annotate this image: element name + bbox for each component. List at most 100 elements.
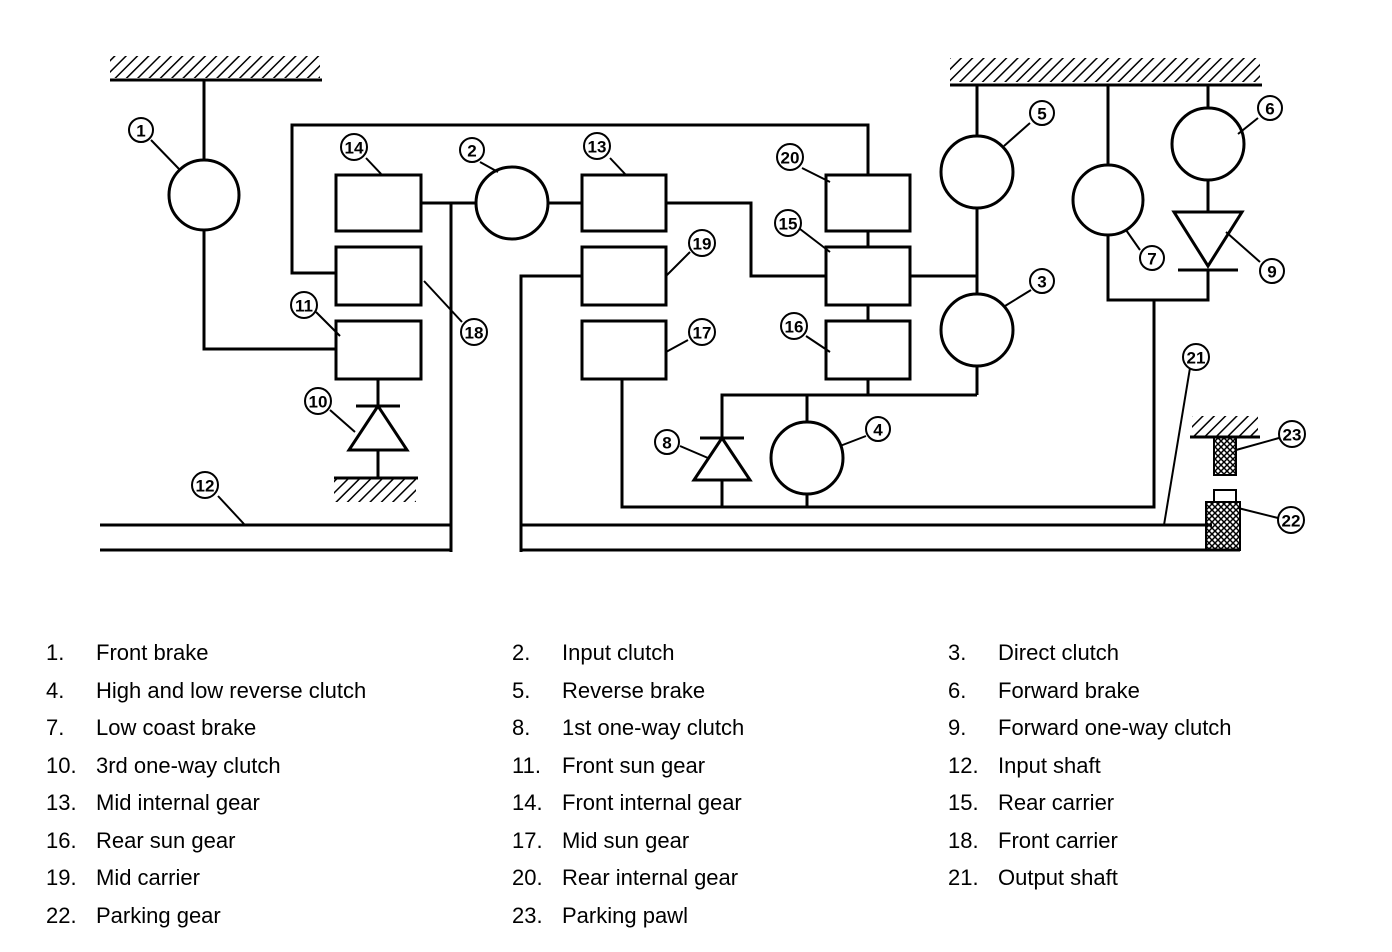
rear-internal-gear-box bbox=[824, 173, 912, 233]
legend-label: Low coast brake bbox=[96, 715, 257, 740]
legend-number: 20. bbox=[512, 865, 543, 890]
legend-label: Front sun gear bbox=[562, 752, 706, 778]
direct-clutch-symbol bbox=[939, 292, 1015, 368]
legend-number: 14. bbox=[512, 790, 543, 815]
forward-one-way-clutch-symbol bbox=[1171, 210, 1245, 272]
legend-label: Input clutch bbox=[562, 640, 675, 665]
legend-label: Parking gear bbox=[96, 902, 221, 928]
legend-label: 1st one-way clutch bbox=[562, 715, 745, 740]
housing-ground-right bbox=[950, 58, 1262, 87]
svg-text:9: 9 bbox=[1267, 263, 1276, 282]
legend-label: 3rd one-way clutch bbox=[96, 752, 281, 778]
legend-number: 16. bbox=[46, 827, 77, 853]
callout-18: 18 bbox=[460, 318, 488, 346]
callout-1: 1 bbox=[128, 117, 154, 143]
svg-text:13: 13 bbox=[588, 138, 607, 157]
callout-7: 7 bbox=[1139, 245, 1165, 271]
svg-text:22: 22 bbox=[1282, 512, 1301, 531]
legend-label: Output shaft bbox=[998, 865, 1118, 890]
legend-label: Mid internal gear bbox=[96, 790, 260, 815]
rear-carrier-box bbox=[824, 245, 912, 307]
legend-label: Direct clutch bbox=[998, 640, 1120, 665]
svg-text:6: 6 bbox=[1265, 100, 1274, 119]
legend-number: 19. bbox=[46, 865, 77, 890]
legend-label: Mid carrier bbox=[96, 865, 200, 890]
callout-15: 15 bbox=[774, 209, 802, 237]
callout-20: 20 bbox=[776, 143, 804, 171]
third-one-way-clutch-symbol bbox=[346, 403, 410, 452]
callout-2: 2 bbox=[459, 137, 485, 163]
mid-carrier-box bbox=[580, 245, 668, 307]
legend-number: 9. bbox=[948, 715, 967, 740]
svg-text:10: 10 bbox=[309, 393, 328, 412]
svg-text:11: 11 bbox=[295, 297, 313, 316]
legend-label: Front brake bbox=[96, 640, 209, 665]
callout-6: 6 bbox=[1257, 95, 1283, 121]
transmission-schematic: 1 2 3 4 5 6 7 8 9 10 11 12 13 14 15 16 1… bbox=[100, 56, 1306, 552]
legend-number: 4. bbox=[46, 677, 65, 703]
legend-label: Parking pawl bbox=[562, 902, 688, 928]
svg-text:14: 14 bbox=[345, 139, 364, 158]
callout-9: 9 bbox=[1259, 258, 1285, 284]
legend-label: Front carrier bbox=[998, 827, 1118, 853]
callout-leaders bbox=[150, 117, 1280, 526]
svg-text:1: 1 bbox=[136, 122, 145, 141]
front-internal-gear-box bbox=[334, 173, 423, 233]
legend-number: 5. bbox=[512, 677, 531, 703]
housing-ground-pawl bbox=[1190, 416, 1260, 439]
parking-gear-teeth bbox=[1205, 501, 1241, 551]
svg-text:21: 21 bbox=[1187, 349, 1206, 368]
legend-number: 7. bbox=[46, 715, 65, 740]
svg-text:23: 23 bbox=[1283, 426, 1302, 445]
legend-number: 1. bbox=[46, 640, 65, 665]
legend-number: 22. bbox=[46, 902, 77, 928]
legend-number: 12. bbox=[948, 752, 979, 778]
callout-12: 12 bbox=[191, 471, 219, 499]
legend-label: Forward one-way clutch bbox=[998, 715, 1232, 740]
legend-label: High and low reverse clutch bbox=[96, 677, 367, 703]
legend-number: 18. bbox=[948, 827, 979, 853]
callout-22: 22 bbox=[1277, 506, 1305, 534]
front-brake-symbol bbox=[167, 158, 241, 232]
svg-text:3: 3 bbox=[1037, 273, 1046, 292]
rear-sun-gear-box bbox=[824, 319, 912, 381]
legend-number: 10. bbox=[46, 752, 77, 778]
callout-21: 21 bbox=[1182, 343, 1210, 371]
svg-text:18: 18 bbox=[465, 324, 484, 343]
legend-number: 11. bbox=[512, 752, 541, 778]
svg-text:12: 12 bbox=[196, 477, 215, 496]
legend-label: Rear carrier bbox=[998, 790, 1115, 815]
forward-brake-symbol bbox=[1170, 106, 1246, 182]
front-carrier-box bbox=[334, 245, 423, 307]
front-sun-gear-box bbox=[334, 319, 423, 381]
callout-8: 8 bbox=[654, 429, 680, 455]
legend-label: Front internal gear bbox=[562, 790, 742, 815]
callout-17: 17 bbox=[688, 318, 716, 346]
callout-4: 4 bbox=[865, 416, 891, 442]
reverse-brake-symbol bbox=[939, 134, 1015, 210]
legend-label: Rear internal gear bbox=[562, 865, 739, 890]
legend-label: Mid sun gear bbox=[562, 827, 690, 853]
callout-10: 10 bbox=[304, 387, 332, 415]
legend-number: 6. bbox=[948, 677, 967, 703]
parking-gear-symbol bbox=[1213, 489, 1237, 503]
legend-number: 21. bbox=[948, 865, 979, 890]
svg-text:7: 7 bbox=[1147, 250, 1156, 269]
legend-number: 17. bbox=[512, 827, 543, 853]
callout-11: 11 bbox=[290, 291, 318, 319]
svg-text:19: 19 bbox=[693, 235, 712, 254]
svg-text:8: 8 bbox=[662, 434, 671, 453]
callout-16: 16 bbox=[780, 312, 808, 340]
callout-5: 5 bbox=[1029, 100, 1055, 126]
legend-label: Rear sun gear bbox=[96, 827, 236, 853]
legend-number: 8. bbox=[512, 715, 531, 740]
legend-number: 23. bbox=[512, 902, 543, 928]
mid-sun-gear-box bbox=[580, 319, 668, 381]
callout-3: 3 bbox=[1029, 268, 1055, 294]
input-clutch-symbol bbox=[474, 165, 550, 241]
legend-number: 13. bbox=[46, 790, 77, 815]
parking-pawl-symbol bbox=[1213, 436, 1237, 476]
housing-ground-bottom bbox=[334, 476, 418, 502]
svg-text:20: 20 bbox=[781, 149, 800, 168]
svg-text:4: 4 bbox=[873, 421, 883, 440]
